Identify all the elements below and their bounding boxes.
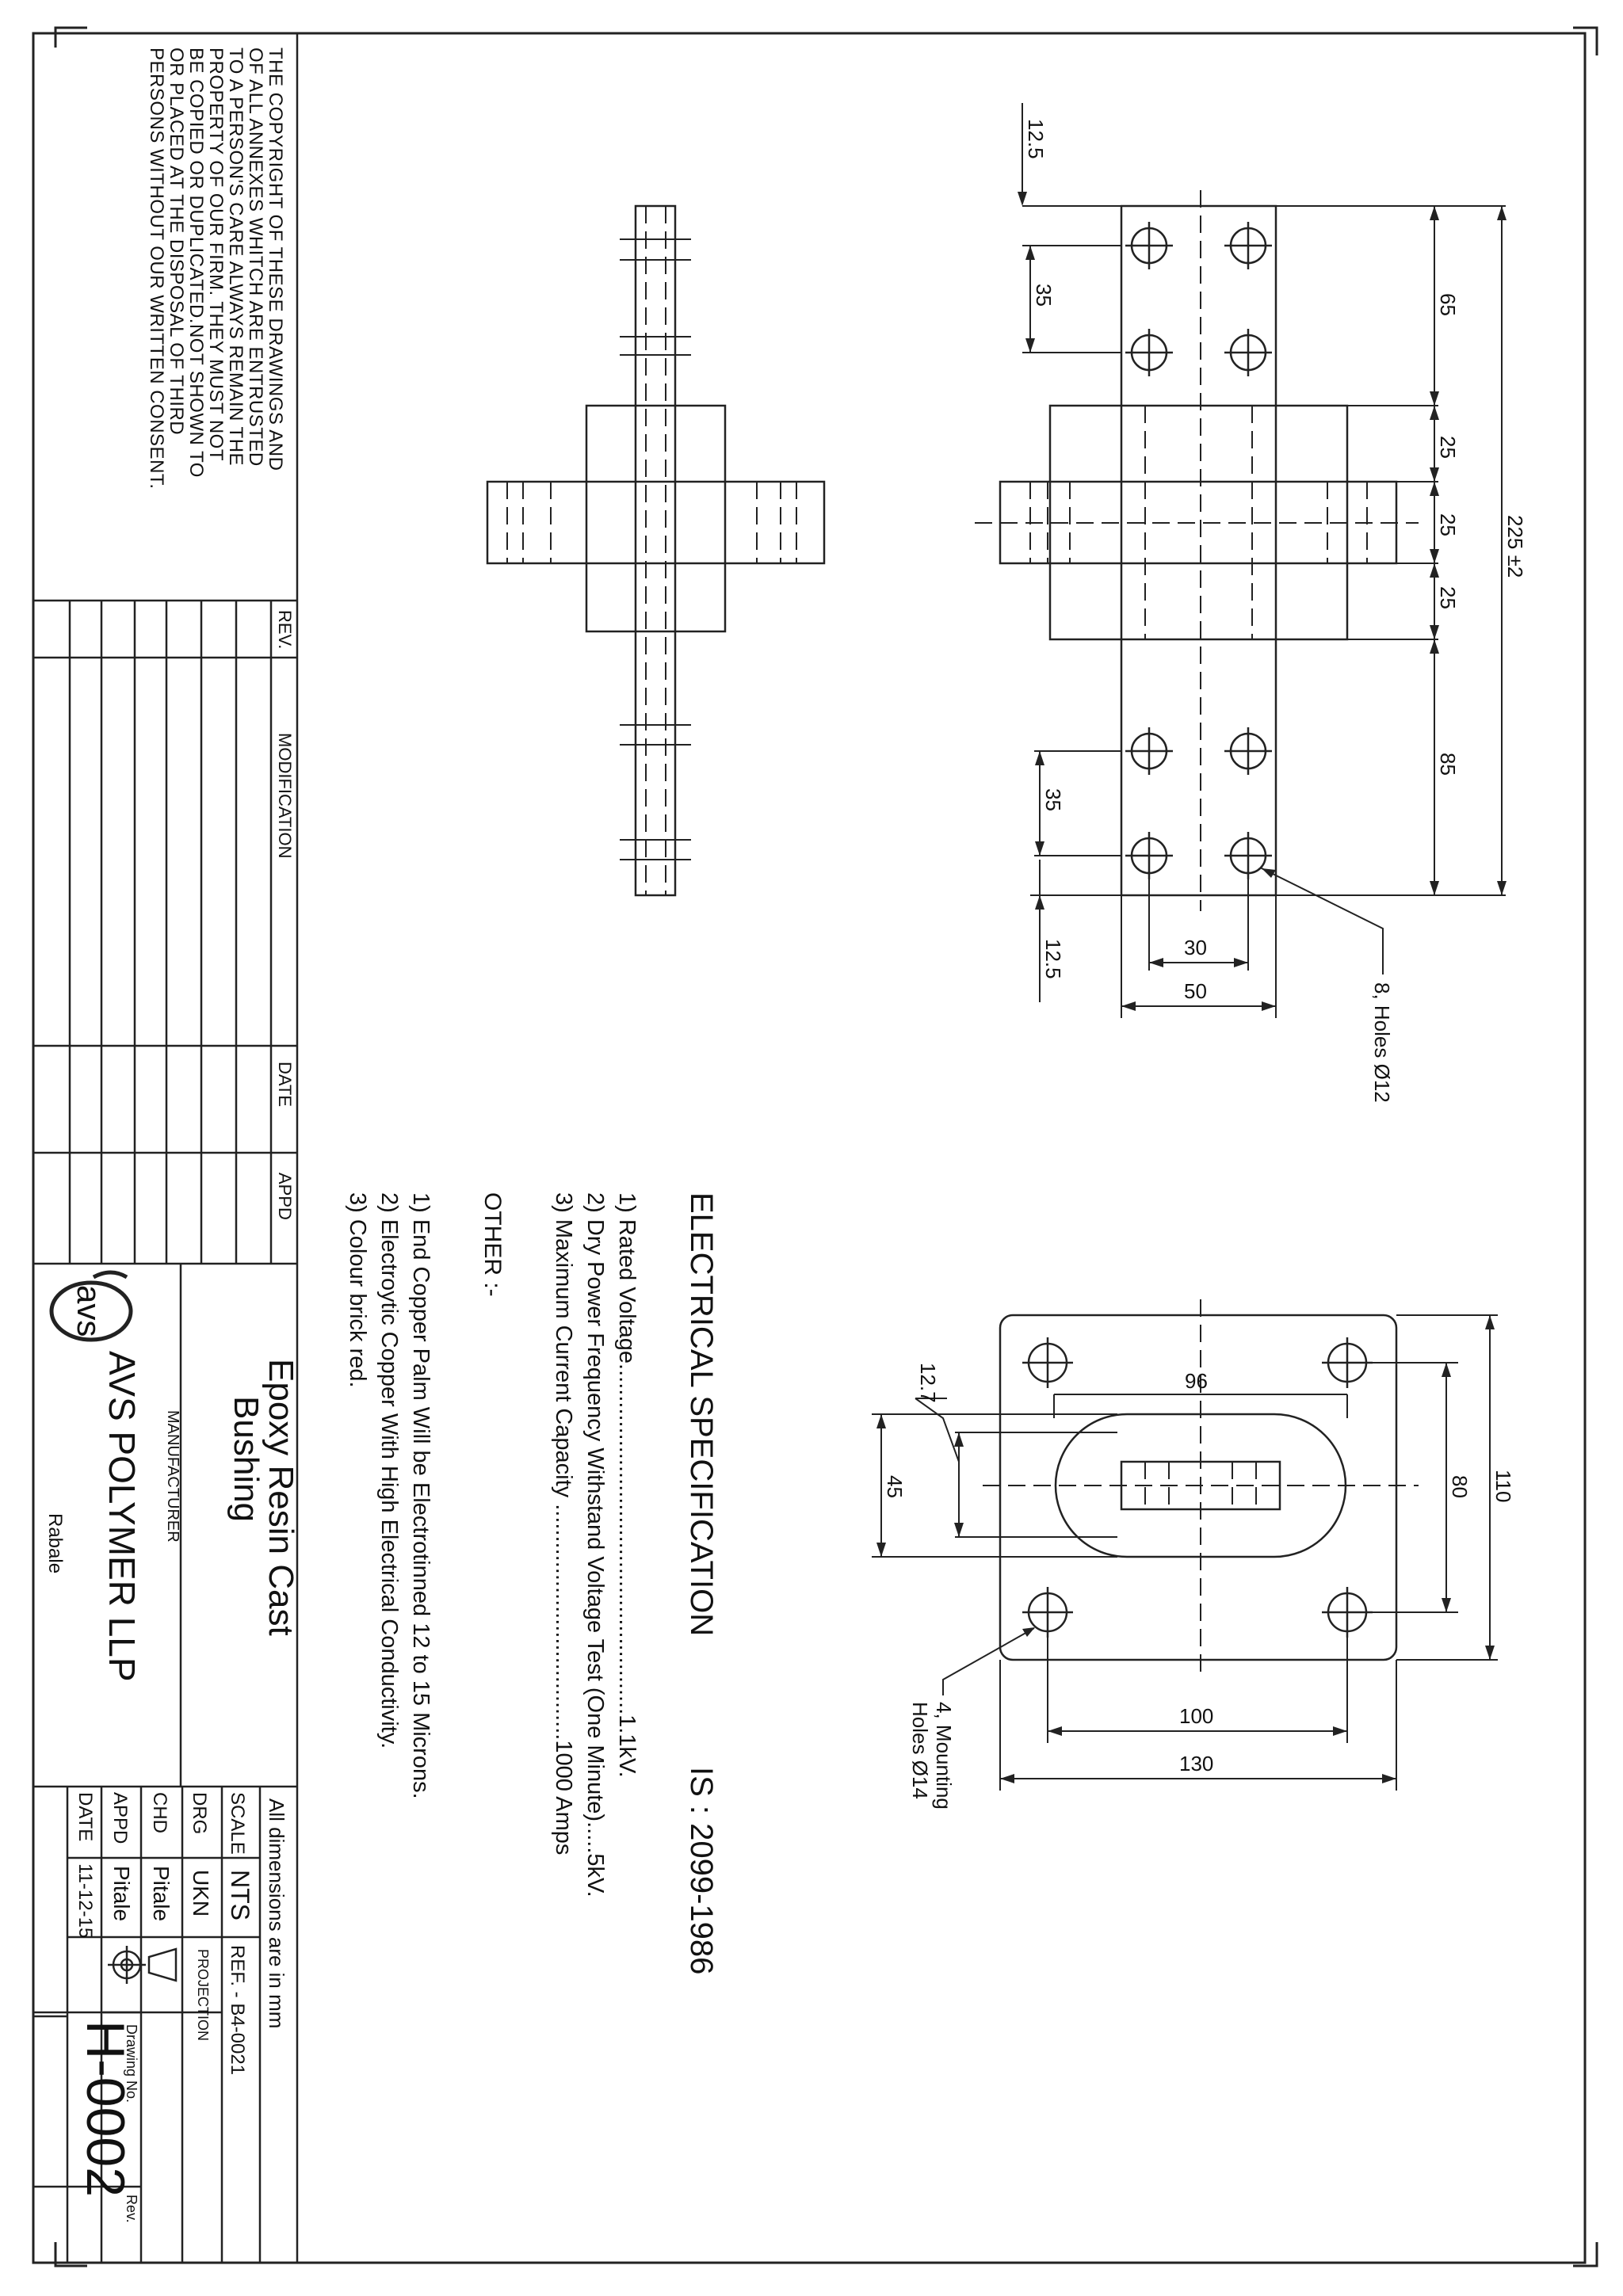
spec-item: 1) Rated Voltage........................… [614,1192,640,1778]
copyright-line: TO A PERSON'S CARE ALWAYS REMAIN THE [225,48,246,466]
dim-110: 110 [1491,1470,1515,1502]
date-value: 11-12-15 [74,1863,96,1938]
other-item: 3) Colour brick red. [345,1192,370,1388]
spec-item: 2) Dry Power Frequency Withstand Voltage… [582,1192,608,1897]
mounting-holes-note: Holes Ø14 [908,1702,932,1799]
title-block: Epoxy Resin Cast Bushing MANUFACTURER av… [44,1270,300,2223]
manufacturer-label: MANUFACTURER [164,1410,181,1543]
end-view-arrows [876,1315,1495,1783]
dim-25a: 25 [1436,436,1460,459]
copyright-line: OR PLACED AT THE DISPOSAL OF THIRD [166,48,187,435]
end-view-dimensions: 96 12.7 45 80 110 100 130 4, Mounting Ho… [883,1363,1515,1810]
front-view-dimensions: 12.5 35 65 25 25 25 85 225 ±2 35 12.5 30… [1024,119,1527,1103]
front-view-arrows [1018,192,1507,1011]
copyright-notice: THE COPYRIGHT OF THESE DRAWINGS AND OF A… [146,48,286,490]
appd-value: Pitale [109,1866,134,1921]
other-heading: OTHER :- [479,1192,506,1297]
drawing-border [32,32,1587,2264]
company-location: Rabale [44,1513,66,1573]
end-view-dimension-lines [872,1314,1498,1791]
spec-heading: ELECTRICAL SPECIFICATION [684,1192,719,1636]
rev-label: Rev. [124,2195,139,2223]
drawing-no-label: Drawing No. [124,2024,139,2103]
copyright-line: PROPERTY OF OUR FIRM. THEY MUST NOT [205,48,227,461]
left-title-strip [33,33,299,2263]
dim-130: 130 [1179,1752,1213,1775]
dim-hole-pitch: 30 [1184,936,1207,959]
side-view [486,204,826,897]
dimensions-note: All dimensions are in mm [265,1798,288,2028]
dim-25b: 25 [1436,513,1460,536]
company-name: AVS POLYMER LLP [101,1351,143,1682]
dim-100: 100 [1179,1704,1213,1728]
dim-85: 85 [1436,753,1460,776]
rev-header: REV. [275,610,295,649]
dim-top-margin: 12.5 [1024,119,1048,159]
dim-top-pitch: 35 [1032,284,1056,307]
copyright-line: PERSONS WITHOUT OUR WRITTEN CONSENT. [146,48,167,490]
dim-width: 50 [1184,979,1207,1003]
modification-header: MODIFICATION [275,733,295,858]
date-header: DATE [275,1062,295,1107]
spec-standard: IS : 2099-1986 [684,1767,719,1974]
appd-label: APPD [109,1792,131,1844]
mounting-holes-note: 4, Mounting [932,1702,956,1810]
dim-12-7: 12.7 [916,1363,940,1403]
appd-header: APPD [275,1173,295,1220]
scale-label: SCALE [227,1792,248,1855]
company-logo: avs [49,1270,133,1342]
electrical-specification: ELECTRICAL SPECIFICATION IS : 2099-1986 … [345,1192,719,1974]
other-item: 2) Electroytic Copper With High Electric… [376,1192,402,1749]
drg-label: DRG [189,1792,210,1834]
front-view [975,103,1507,1018]
dim-bottom-pitch: 35 [1041,788,1065,811]
spec-item: 3) Maximum Current Capacity ............… [551,1192,576,1855]
dim-bottom-margin: 12.5 [1041,939,1065,979]
drawing-number: H-0002 [75,2020,136,2197]
drawing-title: Bushing [227,1396,265,1522]
dim-25c: 25 [1436,586,1460,609]
holes-note: 8, Holes Ø12 [1370,982,1394,1103]
other-item: 1) End Copper Palm Will be Electrotinned… [408,1192,433,1799]
revision-table: REV. MODIFICATION DATE APPD [275,610,295,1220]
dim-80: 80 [1448,1475,1472,1498]
date-label: DATE [74,1792,96,1841]
end-view [872,1299,1498,1791]
chd-value: Pitale [149,1866,174,1921]
reference-number: REF. - B4-0021 [227,1945,248,2075]
scale-value: NTS [226,1870,254,1920]
drg-value: UKN [189,1870,213,1917]
dim-45: 45 [883,1475,907,1498]
drawing-title: Epoxy Resin Cast [262,1359,300,1636]
projection-symbol-icon [108,1946,178,1984]
copyright-line: BE COPIED OR DUPLICATED.NOT SHOWN TO [185,48,207,478]
dim-96: 96 [1185,1369,1208,1393]
dim-65: 65 [1436,293,1460,316]
front-view-holes [1125,222,1272,879]
copyright-line: THE COPYRIGHT OF THESE DRAWINGS AND [265,48,286,471]
corner-marks [54,26,1598,2267]
projection-label: PROJECTION [195,1949,211,2041]
dim-overall: 225 ±2 [1503,515,1527,578]
chd-label: CHD [149,1792,170,1833]
copyright-line: OF ALL ANNEXES WHITCH ARE ENTRUSTED [245,48,266,467]
svg-text:avs: avs [71,1285,108,1337]
